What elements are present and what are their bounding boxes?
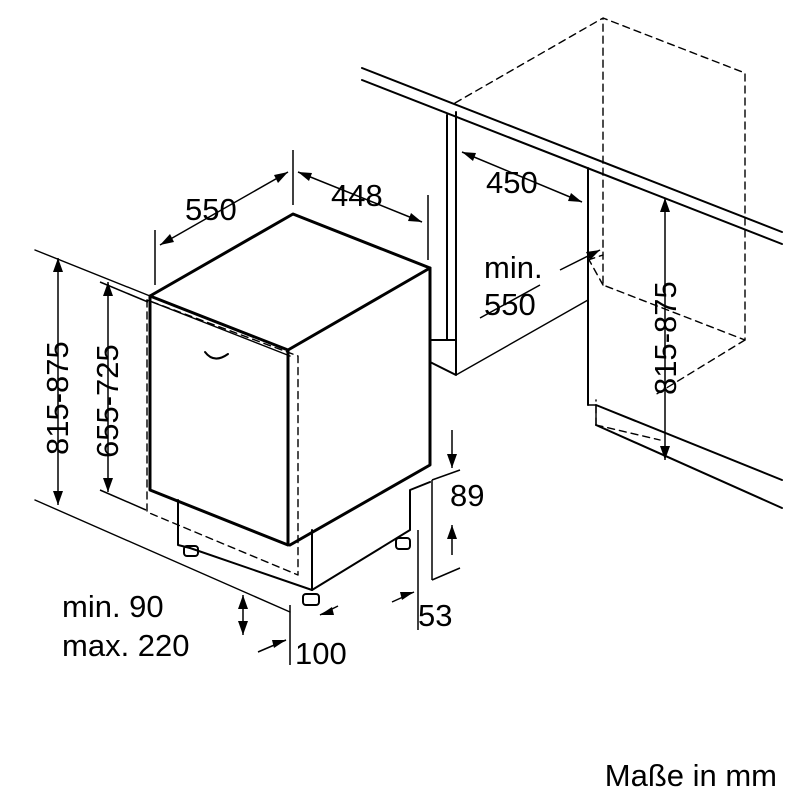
dim-label-plinth-max: max. 220 [62,628,190,663]
dim-label-niche-depth-550: 550 [484,287,536,322]
dishwasher-body [34,212,432,613]
units-note: Maße in mm [605,758,777,793]
dim-label-plinth-53: 53 [418,598,452,633]
dim-label-niche-height: 815-875 [648,281,683,395]
dim-label-niche-width-450: 450 [486,165,538,200]
dim-label-plinth-depth-100: 100 [295,636,347,671]
dim-label-plinth-min: min. 90 [62,589,164,624]
cabinet-niche [361,17,783,509]
dim-label-width-448: 448 [331,178,383,213]
dimension-lines [53,150,670,665]
dim-label-depth-550: 550 [185,192,237,227]
dim-label-height-door: 655-725 [90,344,125,458]
dim-label-niche-depth-min: min. [484,250,543,285]
dim-label-plinth-89: 89 [450,478,484,513]
dim-label-height-outer: 815-875 [40,341,75,455]
